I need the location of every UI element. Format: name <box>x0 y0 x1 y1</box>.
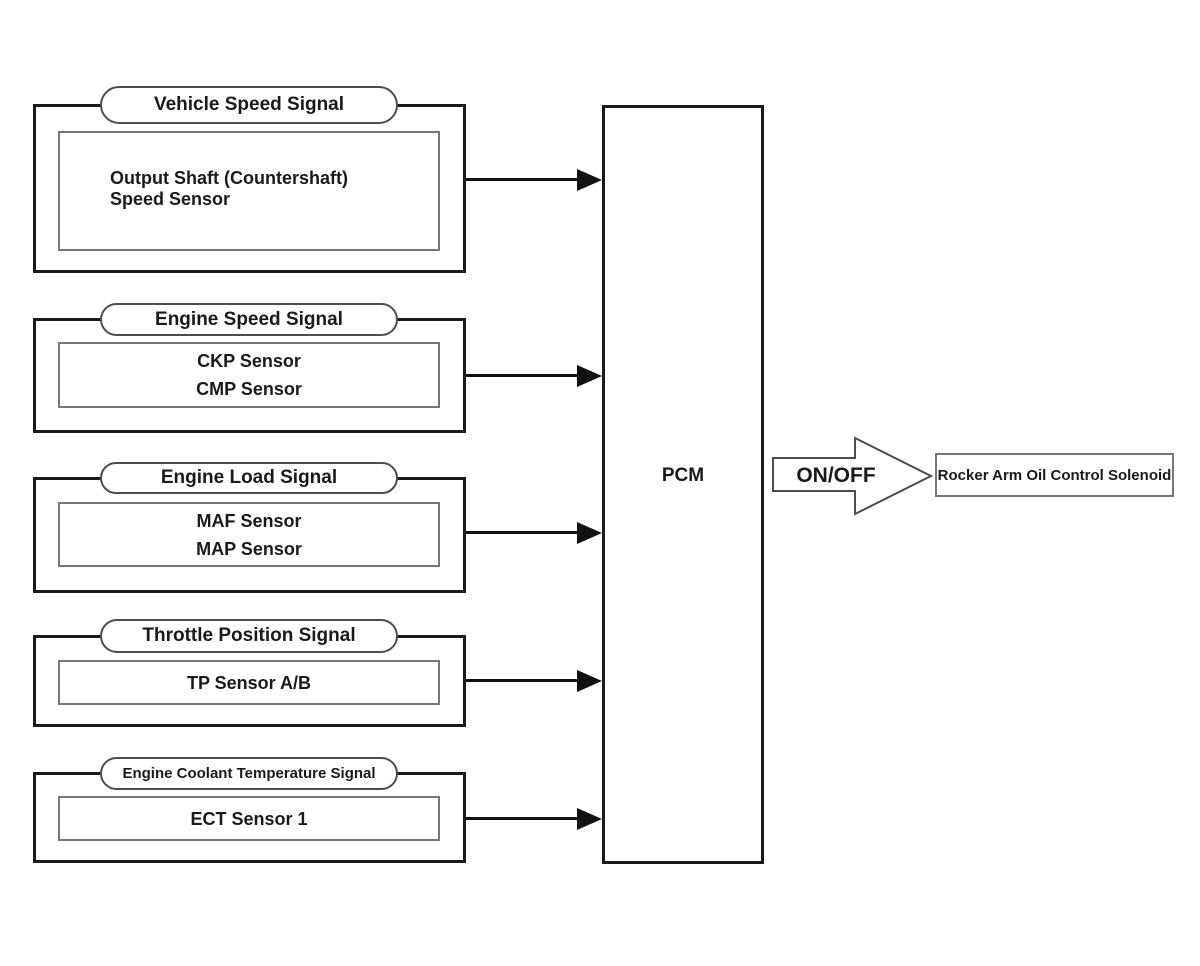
signal-label-pill-coolant-temp: Engine Coolant Temperature Signal <box>100 757 398 790</box>
sensor-label: ECT Sensor 1 <box>190 808 308 829</box>
sensor-label: Output Shaft (Countershaft) Speed Sensor <box>110 168 348 209</box>
pcm-box: PCM <box>602 105 764 864</box>
block-arrow-right-icon <box>772 436 934 516</box>
arrow-vehicle-speed-to-pcm <box>466 168 602 192</box>
signal-label: Engine Load Signal <box>160 467 338 488</box>
arrow-line <box>466 531 580 534</box>
arrow-line <box>466 679 580 682</box>
on-off-label: ON/OFF <box>796 464 876 487</box>
arrow-engine-load-to-pcm <box>466 521 602 545</box>
arrowhead-right-icon <box>577 670 602 692</box>
arrow-line <box>466 374 580 377</box>
sensor-box-throttle-position: TP Sensor A/B <box>58 660 440 705</box>
signal-label-pill-engine-speed: Engine Speed Signal <box>100 303 398 336</box>
sensor-box-engine-speed: CKP Sensor CMP Sensor <box>58 342 440 408</box>
arrow-coolant-temp-to-pcm <box>466 807 602 831</box>
on-off-block-arrow: ON/OFF <box>770 430 940 520</box>
pcm-label: PCM <box>661 465 705 486</box>
sensor-label: TP Sensor A/B <box>186 672 312 693</box>
sensor-box-vehicle-speed: Output Shaft (Countershaft) Speed Sensor <box>58 131 440 251</box>
signal-label: Vehicle Speed Signal <box>153 94 345 115</box>
signal-label: Throttle Position Signal <box>142 625 356 646</box>
signal-label-pill-vehicle-speed: Vehicle Speed Signal <box>100 86 398 124</box>
arrow-line <box>466 178 580 181</box>
actuator-label: Rocker Arm Oil Control Solenoid <box>937 466 1172 484</box>
sensor-label: CMP Sensor <box>196 379 302 399</box>
arrow-throttle-position-to-pcm <box>466 669 602 693</box>
arrowhead-right-icon <box>577 808 602 830</box>
signal-label-pill-engine-load: Engine Load Signal <box>100 462 398 494</box>
sensor-label: MAP Sensor <box>196 538 302 559</box>
sensor-box-coolant-temp: ECT Sensor 1 <box>58 796 440 841</box>
arrow-line <box>466 817 580 820</box>
actuator-box: Rocker Arm Oil Control Solenoid <box>935 453 1174 497</box>
arrowhead-right-icon <box>577 169 602 191</box>
sensor-label: CKP Sensor <box>197 351 301 371</box>
arrowhead-right-icon <box>577 365 602 387</box>
arrow-engine-speed-to-pcm <box>466 364 602 388</box>
signal-label: Engine Coolant Temperature Signal <box>122 765 376 782</box>
signal-label: Engine Speed Signal <box>155 308 343 330</box>
sensor-box-engine-load: MAF Sensor MAP Sensor <box>58 502 440 567</box>
arrowhead-right-icon <box>577 522 602 544</box>
sensor-label: MAF Sensor <box>196 510 302 531</box>
signal-label-pill-throttle-position: Throttle Position Signal <box>100 619 398 653</box>
